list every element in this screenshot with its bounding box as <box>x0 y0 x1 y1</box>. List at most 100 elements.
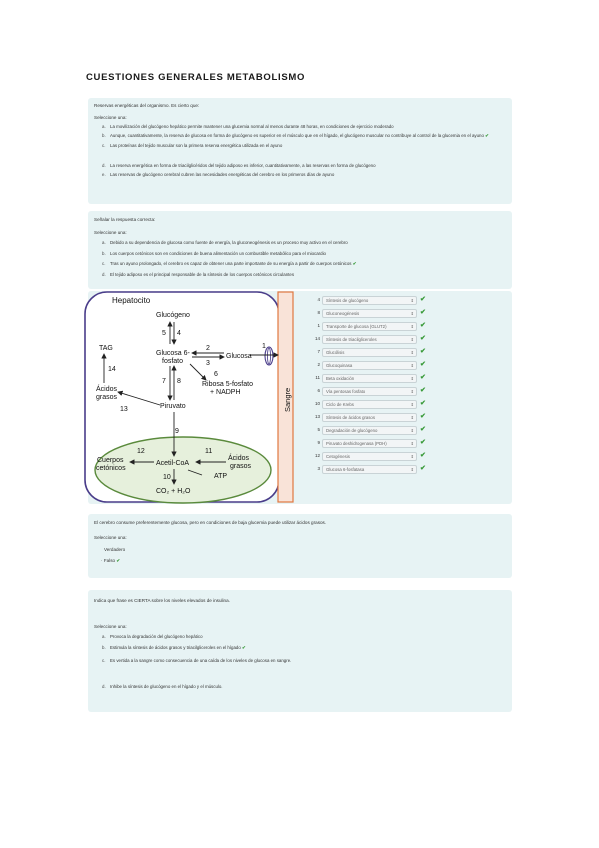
label-piruvato: Piruvato <box>160 403 186 410</box>
option-d[interactable]: d.El tejido adiposo es el principal resp… <box>102 271 295 277</box>
chevron-updown-icon: ⇕ <box>410 324 414 329</box>
correct-check-icon: ✔ <box>420 374 426 381</box>
step-4: 4 <box>177 330 181 337</box>
option-a[interactable]: a.La movilización del glucógeno hepático… <box>102 124 394 129</box>
option-d[interactable]: d.La reserva energética en forma de tria… <box>102 162 376 168</box>
label-sangre: Sangre <box>283 388 292 412</box>
correct-check-icon: ✔ <box>420 439 426 446</box>
option-b[interactable]: b.Aunque, cuantitativamente, la reserva … <box>102 132 489 138</box>
match-select[interactable]: Transporte de glucosa (GLUT2)⇕ <box>322 322 417 331</box>
correct-check-icon: ✔ <box>352 261 357 267</box>
label-tag: TAG <box>99 345 113 352</box>
step-9: 9 <box>175 428 179 435</box>
option-c[interactable]: c.Es vertida a la sangre como consecuenc… <box>102 658 292 663</box>
match-select[interactable]: Degradación de glucógeno⇕ <box>322 426 417 435</box>
correct-check-icon: ✔ <box>420 335 426 342</box>
question-text: El cerebro consume preferentemente gluco… <box>94 520 327 525</box>
option-b[interactable]: b.Los cuerpos cetónicos son en condicion… <box>102 250 327 256</box>
option-b[interactable]: b.Estimula la síntesis de ácidos grasos … <box>102 645 246 650</box>
chevron-updown-icon: ⇕ <box>410 337 414 342</box>
label-acetil: Acetil-CoA <box>156 460 189 467</box>
chevron-updown-icon: ⇕ <box>410 415 414 420</box>
match-select[interactable]: Síntesis de glucógeno⇕ <box>322 296 417 305</box>
option-verdadero[interactable]: Verdadero <box>104 547 126 552</box>
glut2-transporter-inner <box>267 347 271 365</box>
chevron-updown-icon: ⇕ <box>410 376 414 381</box>
label-ribosa: Ribosa 5-fosfato <box>202 381 253 388</box>
step-6: 6 <box>214 371 218 378</box>
option-c[interactable]: c.Tras un ayuno prolongado, el cerebro e… <box>102 261 357 267</box>
label-acidos-grasos-mito: Ácidos <box>228 453 250 462</box>
question-text: Indica que frase es CIERTA sobre los niv… <box>94 598 230 603</box>
step-7: 7 <box>162 378 166 385</box>
question-card-reservas: Reservas energéticas del organismo. Es c… <box>88 98 512 204</box>
chevron-updown-icon: ⇕ <box>410 389 414 394</box>
select-one-label: Seleccione una: <box>94 230 127 235</box>
match-select[interactable]: Beta oxidación⇕ <box>322 374 417 383</box>
match-select[interactable]: Glucosa 6-fosfatasa⇕ <box>322 465 417 474</box>
step-12: 12 <box>137 448 145 455</box>
metabolism-diagram: Hepatocito Glucógeno Glucosa 6- fosfato … <box>84 291 294 504</box>
match-select[interactable]: Glucólisis⇕ <box>322 348 417 357</box>
match-select[interactable]: Gluconeogénesis⇕ <box>322 309 417 318</box>
match-select[interactable]: Ciclo de Krebs⇕ <box>322 400 417 409</box>
label-grasos: grasos <box>96 394 118 401</box>
match-select[interactable]: Síntesis de ácidos grasos⇕ <box>322 413 417 422</box>
arrow-13 <box>117 390 161 406</box>
chevron-updown-icon: ⇕ <box>410 467 414 472</box>
correct-check-icon: ✔ <box>420 361 426 368</box>
option-c[interactable]: c.Las proteínas del tejido muscular son … <box>102 143 283 149</box>
match-select[interactable]: Piruvato deshidrogenasa (PDH)⇕ <box>322 439 417 448</box>
arrow-6 <box>189 363 207 381</box>
chevron-updown-icon: ⇕ <box>410 454 414 459</box>
correct-check-icon: ✔ <box>242 645 246 650</box>
chevron-updown-icon: ⇕ <box>410 350 414 355</box>
match-select[interactable]: Glucoquinasa⇕ <box>322 361 417 370</box>
arrow-atp <box>187 469 203 476</box>
question-text: Señalar la respuesta correcta: <box>94 217 156 222</box>
chevron-updown-icon: ⇕ <box>410 363 414 368</box>
option-a[interactable]: a.Provoca la degradación del glucógeno h… <box>102 634 203 639</box>
label-cetonicos: cetónicos <box>96 465 126 472</box>
match-select[interactable]: Vía pentosas fosfato⇕ <box>322 387 417 396</box>
option-falso[interactable]: · Falso ✔ <box>101 558 121 563</box>
label-co2: CO₂ + H₂O <box>156 488 191 495</box>
correct-check-icon: ✔ <box>420 309 426 316</box>
correct-check-icon: ✔ <box>420 400 426 407</box>
step-1: 1 <box>262 343 266 350</box>
step-8: 8 <box>177 378 181 385</box>
label-atp: ATP <box>214 473 227 480</box>
label-glucosa6: Glucosa 6- <box>156 350 191 357</box>
option-e[interactable]: e.Las reservas de glucógeno cerebral cub… <box>102 172 335 178</box>
option-a[interactable]: a.Debido a su dependencia de glucosa com… <box>102 240 348 245</box>
correct-check-icon: ✔ <box>420 452 426 459</box>
label-nadph: + NADPH <box>210 389 241 396</box>
label-cuerpos: Cuerpos <box>97 457 124 464</box>
label-fosfato: fosfato <box>162 358 183 365</box>
option-d[interactable]: d.Inhibe la síntesis de glucógeno en el … <box>102 684 223 689</box>
correct-check-icon: ✔ <box>420 426 426 433</box>
chevron-updown-icon: ⇕ <box>410 298 414 303</box>
correct-check-icon: ✔ <box>116 558 121 563</box>
question-card-respuesta: Señalar la respuesta correcta: Seleccion… <box>88 211 512 289</box>
step-11: 11 <box>205 448 212 455</box>
match-select[interactable]: Síntesis de triacilgliceroles⇕ <box>322 335 417 344</box>
label-acidos: Ácidos <box>96 384 118 393</box>
select-one-label: Seleccione una: <box>94 115 127 120</box>
question-text: Reservas energéticas del organismo. Es c… <box>94 103 200 108</box>
match-select[interactable]: Cetogénesis⇕ <box>322 452 417 461</box>
chevron-updown-icon: ⇕ <box>410 311 414 316</box>
correct-check-icon: ✔ <box>420 387 426 394</box>
chevron-updown-icon: ⇕ <box>410 402 414 407</box>
blood-column <box>277 291 294 503</box>
correct-check-icon: ✔ <box>420 465 426 472</box>
